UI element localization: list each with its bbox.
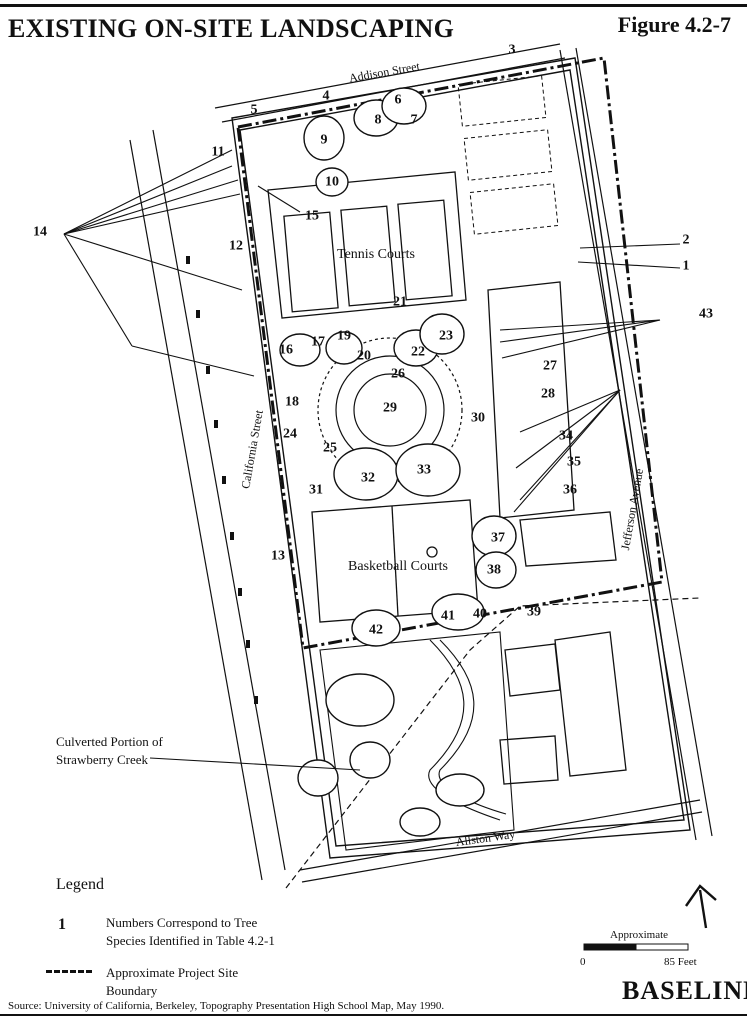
tree-labels: 1234567891011121314151617181920212223242… [33, 43, 713, 638]
tree-number-28: 28 [541, 387, 555, 402]
tree-number-41: 41 [441, 609, 455, 624]
legend-number-sample: 1 [58, 916, 66, 933]
legend-boundary-line [46, 970, 92, 973]
legend-number-desc-1: Numbers Correspond to Tree [106, 915, 258, 930]
tree-number-24: 24 [283, 427, 297, 442]
tree-number-29: 29 [383, 401, 397, 416]
leader-lines [63, 149, 681, 771]
tree-number-6: 6 [395, 93, 402, 108]
tree-number-33: 33 [417, 463, 431, 478]
scale-label: Approximate [610, 929, 669, 941]
tree-number-43: 43 [699, 307, 713, 322]
site-outline [231, 57, 691, 859]
page-title: EXISTING ON-SITE LANDSCAPING [8, 14, 455, 43]
bottom-rule [0, 1014, 747, 1016]
scale-max: 85 Feet [664, 956, 697, 968]
legend-title: Legend [56, 876, 104, 893]
tree-number-7: 7 [411, 113, 418, 128]
tree-number-18: 18 [285, 395, 299, 410]
legend-boundary-desc-2: Boundary [106, 983, 158, 998]
street-lines [129, 43, 713, 883]
tree-number-16: 16 [279, 343, 293, 358]
tree-number-9: 9 [321, 133, 328, 148]
tree-number-1: 1 [683, 259, 690, 274]
source-note: Source: University of California, Berkel… [8, 1000, 445, 1012]
tree-number-11: 11 [211, 145, 224, 160]
curb-marks [186, 256, 258, 704]
tree-number-42: 42 [369, 623, 383, 638]
tree-number-19: 19 [337, 329, 351, 344]
tree-number-40: 40 [473, 607, 487, 622]
tree-number-35: 35 [567, 455, 581, 470]
tree-number-17: 17 [311, 335, 325, 350]
tree-number-37: 37 [491, 531, 505, 546]
tree-number-38: 38 [487, 563, 501, 578]
tree-number-31: 31 [309, 483, 323, 498]
legend-number-desc-2: Species Identified in Table 4.2-1 [106, 933, 275, 948]
figure-number: Figure 4.2-7 [617, 12, 731, 37]
creek-label-line2: Strawberry Creek [56, 752, 149, 767]
tree-number-10: 10 [325, 175, 339, 190]
tree-number-14: 14 [33, 225, 47, 240]
tree-number-23: 23 [439, 329, 453, 344]
tree-number-5: 5 [251, 103, 258, 118]
scale-min: 0 [580, 956, 586, 968]
street-label-california: California Street [238, 408, 266, 490]
basketball-courts-label: Basketball Courts [348, 559, 448, 574]
buildings [487, 281, 627, 785]
tennis-court-area [267, 171, 467, 319]
north-arrow-icon [685, 884, 717, 929]
legend-boundary-desc-1: Approximate Project Site [106, 965, 239, 980]
scale-bar [583, 943, 689, 951]
tree-number-21: 21 [393, 295, 407, 310]
tree-number-34: 34 [559, 429, 573, 444]
tree-number-25: 25 [323, 441, 337, 456]
tree-number-12: 12 [229, 239, 243, 254]
tree-number-32: 32 [361, 471, 375, 486]
tree-number-30: 30 [471, 411, 485, 426]
tree-number-26: 26 [391, 367, 405, 382]
tree-number-15: 15 [305, 209, 319, 224]
tree-number-39: 39 [527, 605, 541, 620]
baseline-logo: BASELINE [622, 976, 747, 1005]
tree-number-22: 22 [411, 345, 425, 360]
tree-number-36: 36 [563, 483, 577, 498]
tree-number-2: 2 [683, 233, 690, 248]
tree-number-27: 27 [543, 359, 557, 374]
tree-number-4: 4 [323, 89, 330, 104]
tree-number-3: 3 [509, 43, 516, 58]
upper-courts [457, 75, 559, 235]
street-label-addison: Addison Street [348, 59, 422, 85]
tree-number-20: 20 [357, 349, 371, 364]
tree-canopies [279, 87, 517, 837]
top-rule [0, 4, 747, 7]
tree-number-8: 8 [375, 113, 382, 128]
tennis-courts-label: Tennis Courts [337, 247, 415, 262]
tree-number-13: 13 [271, 549, 285, 564]
creek-label-line1: Culverted Portion of [56, 734, 164, 749]
